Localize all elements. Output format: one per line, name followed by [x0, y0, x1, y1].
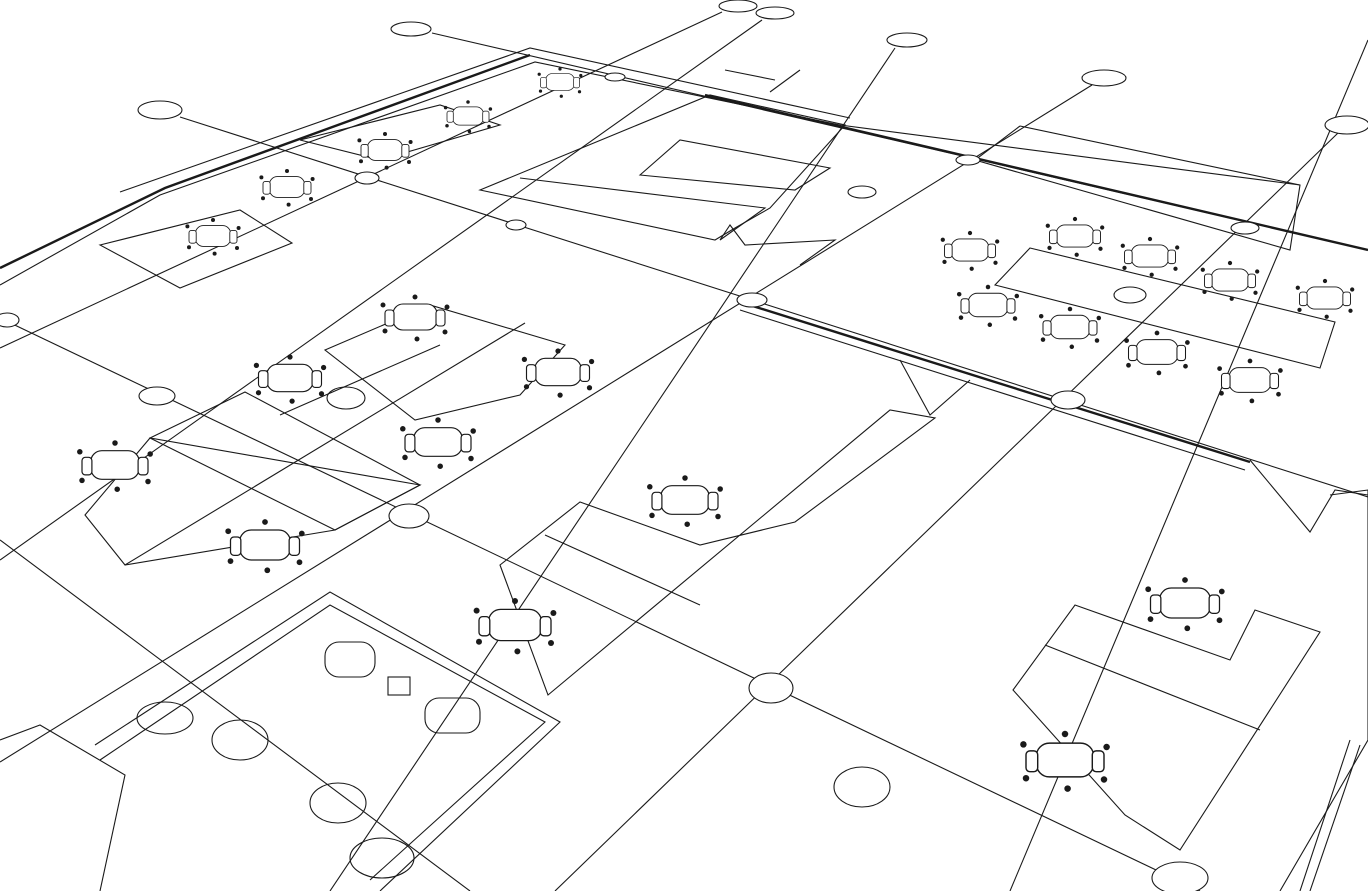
meeting-table — [993, 247, 1336, 369]
office-chair-icon — [956, 284, 1020, 328]
office-chair-icon — [1120, 236, 1180, 277]
office-chair-icon — [225, 519, 305, 574]
partition — [1279, 489, 1368, 891]
partition — [1309, 744, 1361, 891]
desk — [499, 409, 937, 696]
office-chair-icon — [1145, 577, 1225, 632]
core-wall — [99, 604, 546, 881]
tables — [84, 104, 1336, 851]
grid-bubble-icon — [1081, 69, 1127, 87]
grid-bubble-icon — [886, 32, 928, 48]
grid-line — [0, 317, 1201, 891]
office-chair-icon — [443, 100, 493, 134]
grid-bubble-icon — [138, 386, 176, 406]
desk-divider — [544, 534, 701, 606]
stair-landing — [638, 139, 832, 191]
grid-bubble-icon — [755, 6, 795, 20]
door-swing — [1249, 459, 1368, 533]
office-chair-icon — [1200, 260, 1260, 301]
exterior-wall — [119, 47, 851, 193]
grid-bubble-icon — [1050, 390, 1086, 410]
grid-bubble-icon — [955, 154, 981, 166]
grid-bubble-icon — [748, 672, 794, 704]
fixtures — [136, 185, 1147, 879]
grid-bubble-icon — [736, 292, 768, 308]
partition — [1299, 739, 1351, 891]
grid-bubble-icon — [1324, 115, 1368, 135]
column — [833, 766, 891, 808]
column — [211, 719, 269, 761]
office-chair-icon — [537, 67, 583, 98]
partition — [973, 125, 1301, 251]
walls — [0, 47, 1368, 891]
office-chair-icon — [380, 294, 450, 342]
grid-line — [0, 84, 1093, 763]
office-chair-icon — [1045, 216, 1105, 257]
interior-wall — [739, 309, 1246, 471]
grid-bubble-icon — [388, 503, 430, 529]
office-chair-icon — [253, 354, 327, 404]
office-chair-icon — [473, 598, 557, 655]
desk — [98, 209, 294, 289]
desk — [1012, 604, 1321, 851]
office-chair-icon — [647, 475, 723, 527]
grid-bubble-icon — [354, 171, 380, 185]
grid-bubble-icon — [604, 72, 626, 82]
grid-bubble-icon — [390, 21, 432, 37]
office-chair-icon — [357, 132, 413, 170]
office-chair-icon — [1020, 730, 1110, 792]
desk-divider — [279, 344, 441, 416]
toilet-icon — [324, 641, 376, 678]
interior-wall — [739, 300, 1251, 464]
office-chair-icon — [400, 417, 476, 469]
washbasin-icon — [349, 837, 415, 879]
exterior-wall — [0, 61, 1301, 286]
grid-bubble-icon — [505, 219, 527, 231]
partition — [0, 724, 126, 891]
column — [309, 782, 367, 824]
stair-outline — [478, 94, 847, 241]
door-swing — [899, 359, 971, 416]
exterior-wall — [0, 53, 531, 270]
column — [326, 386, 366, 410]
office-chair-icon — [940, 230, 1000, 271]
grid-line — [329, 47, 896, 891]
office-chair-icon — [1038, 306, 1102, 350]
chairs — [77, 67, 1355, 792]
office-chair-icon — [259, 169, 315, 207]
grid-lines — [0, 11, 1368, 891]
grid-bubble-icon — [137, 100, 183, 120]
office-chair-icon — [77, 440, 153, 492]
interior-wall — [704, 93, 1368, 252]
stair — [478, 69, 847, 266]
desk — [148, 391, 422, 531]
shaft — [387, 676, 411, 696]
office-chair-icon — [1295, 278, 1355, 319]
office-chair-icon — [521, 348, 595, 398]
grid-line — [0, 539, 471, 891]
grid-bubble-icon — [0, 312, 20, 328]
office-chair-icon — [185, 218, 241, 256]
desk — [299, 104, 502, 161]
office-chair-icon — [1217, 358, 1283, 404]
grid-bubble-icon — [1230, 221, 1260, 235]
desk-divider — [124, 322, 526, 566]
toilet-icon — [424, 697, 481, 734]
office-chair-icon — [1124, 330, 1190, 376]
grid-line — [554, 132, 1339, 891]
grid-bubble-icon — [718, 0, 758, 13]
column — [847, 185, 877, 199]
core-wall — [94, 591, 561, 891]
washbasin-icon — [136, 701, 194, 735]
stair-arrow — [769, 69, 801, 93]
desk-divider — [1044, 644, 1261, 731]
stair-break-line — [519, 177, 837, 266]
grid-bubble-icon — [1151, 861, 1209, 891]
column — [1113, 286, 1147, 304]
stair-arrow — [724, 69, 776, 81]
